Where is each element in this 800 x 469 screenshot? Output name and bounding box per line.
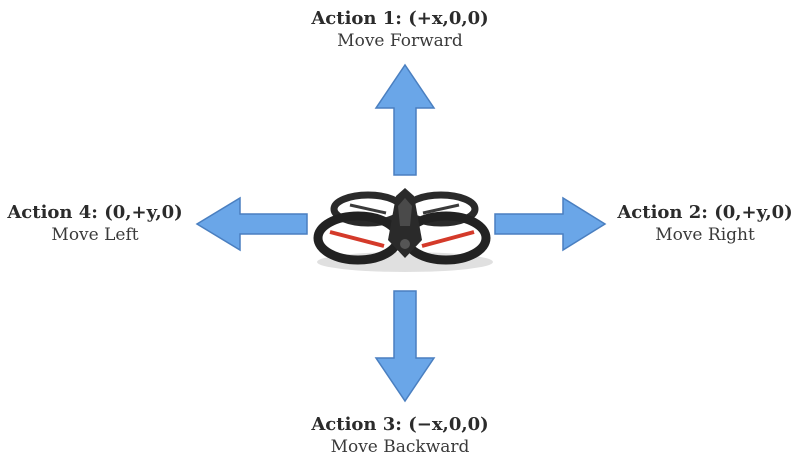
arrow-down-backward: [374, 290, 436, 403]
action-backward-title: Action 3: (−x,0,0): [311, 414, 489, 435]
action-right-label: Action 2: (0,+y,0) Move Right: [610, 202, 800, 246]
arrow-right: [494, 196, 607, 252]
action-forward-title: Action 1: (+x,0,0): [311, 8, 489, 29]
action-backward-label: Action 3: (−x,0,0) Move Backward: [300, 414, 500, 458]
action-left-title: Action 4: (0,+y,0): [7, 202, 183, 223]
action-forward-label: Action 1: (+x,0,0) Move Forward: [300, 8, 500, 52]
action-left-description: Move Left: [51, 225, 139, 245]
action-right-title: Action 2: (0,+y,0): [617, 202, 793, 223]
action-forward-description: Move Forward: [337, 31, 463, 51]
quadcopter-drone-icon: [313, 188, 493, 272]
arrow-left: [195, 196, 308, 252]
action-right-description: Move Right: [655, 225, 755, 245]
arrow-up-forward: [374, 63, 436, 176]
action-backward-description: Move Backward: [330, 437, 470, 457]
action-left-label: Action 4: (0,+y,0) Move Left: [0, 202, 190, 246]
